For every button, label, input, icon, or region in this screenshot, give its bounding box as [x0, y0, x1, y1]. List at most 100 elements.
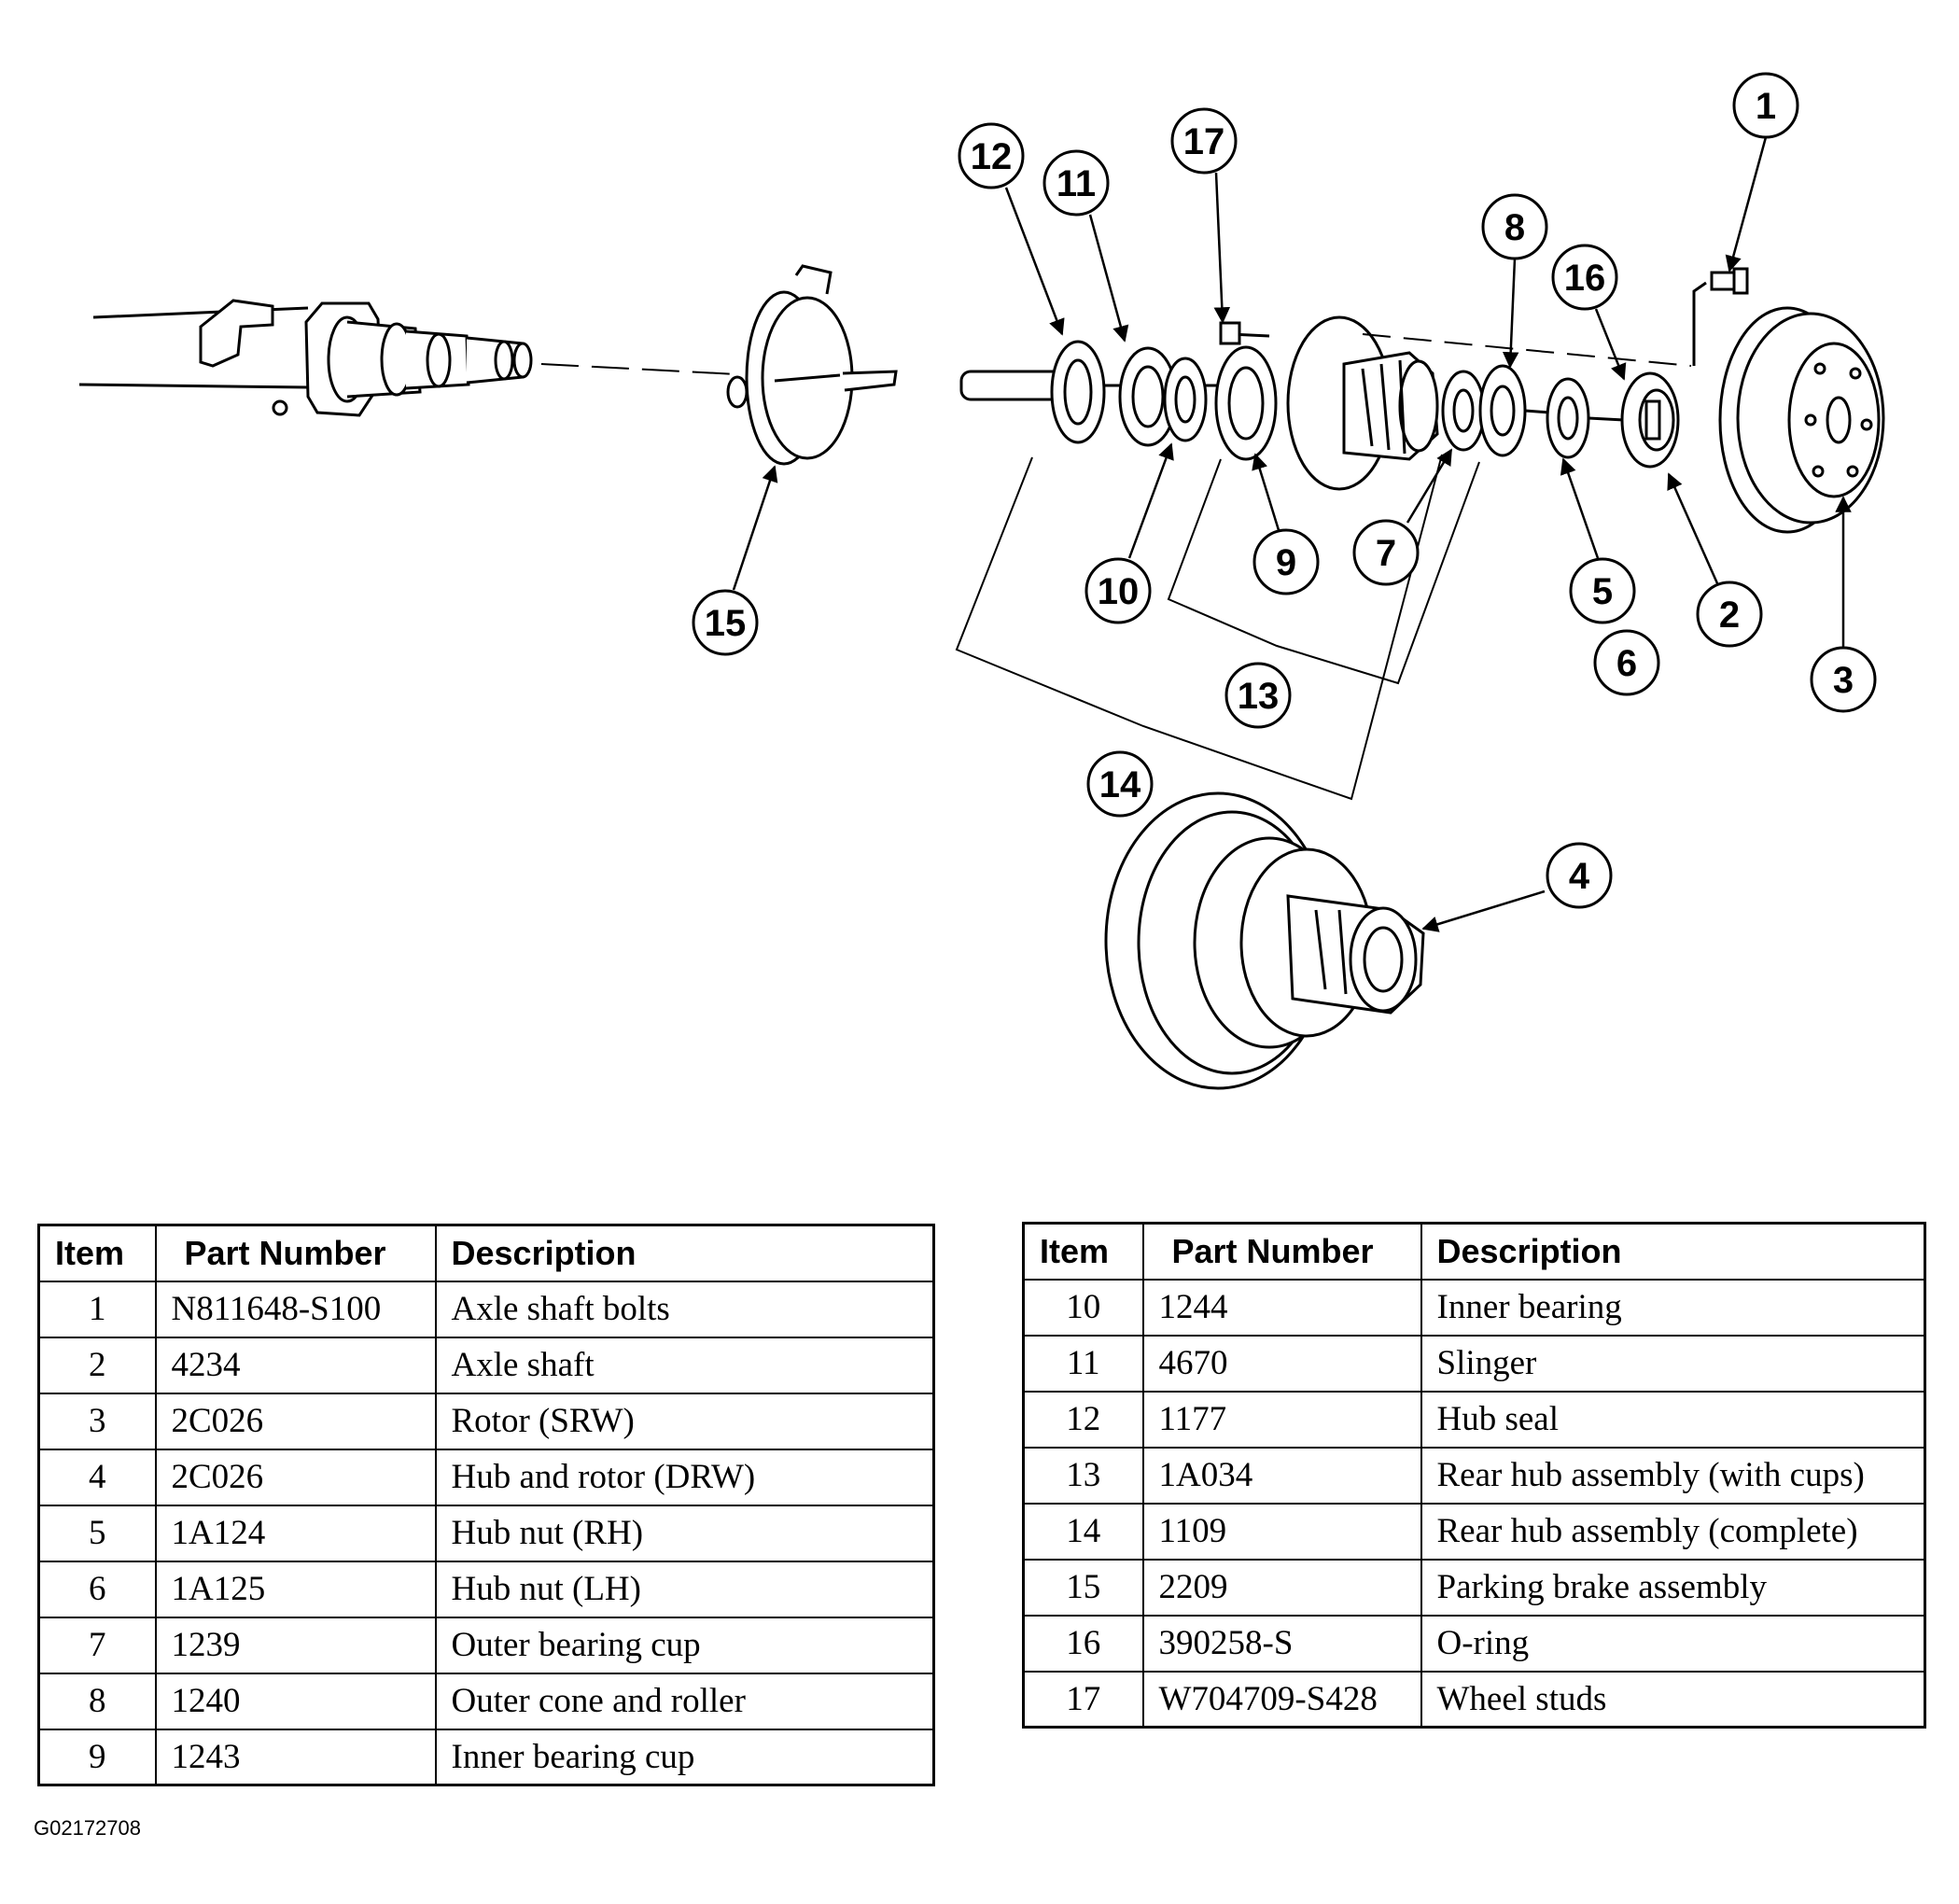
callout-2-circle	[1696, 581, 1763, 648]
callout-1: 1	[1725, 72, 1799, 273]
callout-11: 11	[1042, 149, 1129, 343]
cell-item: 17	[1022, 1670, 1144, 1729]
cell-description: Hub nut (RH)	[434, 1504, 935, 1562]
axle-centerline	[540, 363, 738, 375]
cell-item: 5	[37, 1504, 157, 1562]
cell-part-number: 2C026	[154, 1392, 437, 1450]
callout-17-circle	[1170, 107, 1238, 175]
callout-17-label: 17	[1183, 121, 1225, 162]
axle-flange-part	[1620, 371, 1680, 469]
callout-14-label: 14	[1099, 764, 1141, 805]
header-part-number: Part Number	[154, 1224, 437, 1282]
callout-9-circle	[1252, 528, 1320, 595]
cell-description: Parking brake assembly	[1420, 1558, 1926, 1617]
callout-7-label: 7	[1376, 533, 1396, 574]
cell-description: Outer bearing cup	[434, 1616, 935, 1674]
callout-15-circle	[692, 589, 759, 656]
cell-description: O-ring	[1420, 1614, 1926, 1673]
rear-hub-part	[1286, 315, 1439, 491]
callout-6: 6	[1593, 629, 1660, 696]
callout-1-leader	[1725, 136, 1768, 273]
cell-part-number: 1109	[1141, 1502, 1422, 1561]
callout-10-leader	[1127, 442, 1174, 559]
cell-item: 6	[37, 1560, 157, 1618]
cell-item: 4	[37, 1448, 157, 1506]
cell-part-number: 1A034	[1141, 1446, 1422, 1505]
cell-description: Wheel studs	[1420, 1670, 1926, 1729]
callout-9-leader	[1252, 453, 1280, 531]
callout-10: 10	[1084, 442, 1174, 624]
callout-10-label: 10	[1098, 571, 1140, 612]
inner-bearing-part	[1163, 357, 1208, 442]
cell-description: Axle shaft bolts	[434, 1280, 935, 1338]
cell-item: 11	[1022, 1334, 1144, 1393]
callout-4-circle	[1546, 842, 1613, 909]
cell-item: 14	[1022, 1502, 1144, 1561]
cell-part-number: 2C026	[154, 1448, 437, 1506]
cell-part-number: 1239	[154, 1616, 437, 1674]
callout-7: 7	[1352, 448, 1453, 586]
callout-5-leader	[1560, 457, 1600, 559]
header-part-number: Part Number	[1141, 1222, 1422, 1281]
cell-item: 12	[1022, 1390, 1144, 1449]
axle-shaft-bolt	[1692, 267, 1749, 366]
table-header-row: Item Part Number Description	[1022, 1222, 1926, 1281]
cell-description: Hub nut (LH)	[434, 1560, 935, 1618]
callout-12-circle	[958, 122, 1025, 189]
cell-description: Rotor (SRW)	[434, 1392, 935, 1450]
callout-12-label: 12	[971, 136, 1013, 177]
callout-12-leader	[1004, 187, 1065, 336]
cell-part-number: W704709-S428	[1141, 1670, 1422, 1729]
callout-7-leader	[1406, 448, 1453, 524]
callout-16-label: 16	[1564, 258, 1606, 299]
cell-description: Hub seal	[1420, 1390, 1926, 1449]
header-description: Description	[1420, 1222, 1926, 1281]
slinger-part	[1118, 346, 1178, 447]
callout-10-circle	[1084, 557, 1152, 624]
cell-part-number: 390258-S	[1141, 1614, 1422, 1673]
cell-description: Outer cone and roller	[434, 1672, 935, 1730]
callout-15: 15	[692, 465, 778, 656]
cell-description: Hub and rotor (DRW)	[434, 1448, 935, 1506]
callout-2-leader	[1667, 472, 1719, 584]
cell-description: Axle shaft	[434, 1336, 935, 1394]
callout-3-circle	[1810, 646, 1877, 713]
callout-9: 9	[1252, 453, 1320, 595]
cell-part-number: 1244	[1141, 1278, 1422, 1337]
callout-2: 2	[1667, 472, 1763, 648]
callout-17: 17	[1170, 107, 1238, 324]
callout-14-circle	[1086, 750, 1154, 818]
cell-item: 3	[37, 1392, 157, 1450]
callout-16: 16	[1551, 244, 1627, 381]
callout-7-circle	[1352, 519, 1420, 586]
bracket-lines	[955, 454, 1480, 801]
callout-11-leader	[1088, 214, 1129, 343]
callout-15-leader	[732, 465, 778, 591]
callout-3: 3	[1810, 496, 1877, 713]
axle-housing	[78, 299, 533, 417]
cell-description: Inner bearing cup	[434, 1728, 935, 1786]
cell-item: 7	[37, 1616, 157, 1674]
callout-16-circle	[1551, 244, 1618, 311]
cell-part-number: 1A125	[154, 1560, 437, 1618]
cell-item: 10	[1022, 1278, 1144, 1337]
figure-code: G02172708	[34, 1816, 141, 1840]
wheel-stud-part	[1219, 321, 1270, 345]
